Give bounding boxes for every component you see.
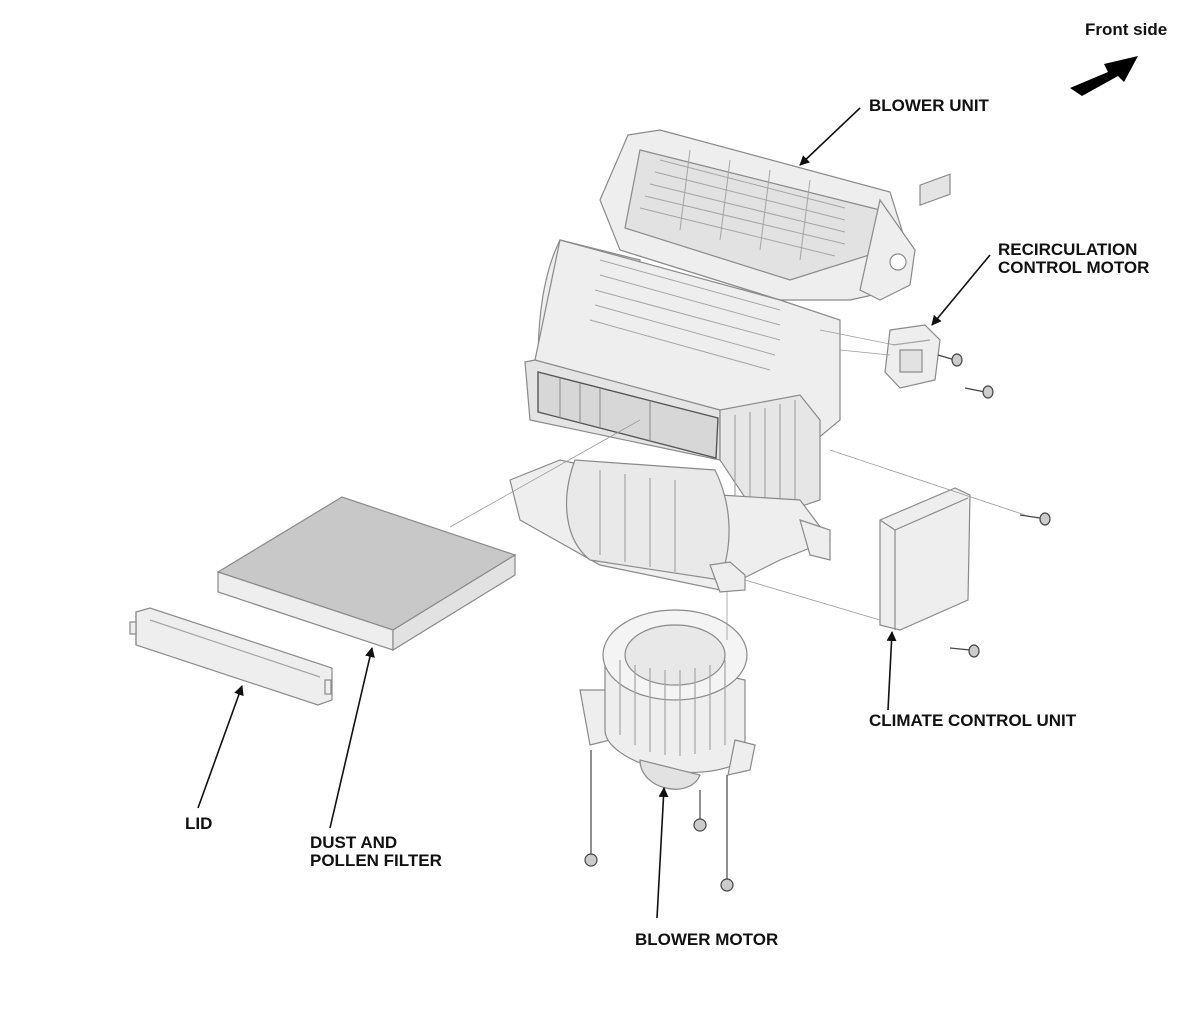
blower-unit-housing: [509, 129, 916, 593]
recirculation-control-motor-part: [884, 324, 941, 389]
front-direction-arrow-icon: [1070, 56, 1138, 96]
recirculation-label-line-2: CONTROL MOTOR: [998, 258, 1150, 277]
recirculation-label-line-1: RECIRCULATION: [998, 240, 1138, 259]
climate-control-unit-label: CLIMATE CONTROL UNIT: [869, 711, 1077, 730]
filter-label-line-1: DUST AND: [310, 833, 398, 852]
blower-unit-label: BLOWER UNIT: [869, 96, 989, 115]
lid-part: [129, 607, 333, 706]
filter-label-line-2: POLLEN FILTER: [310, 851, 442, 870]
climate-control-unit-screws: [949, 512, 1051, 658]
blower-motor-screws: [584, 750, 734, 892]
dust-pollen-filter-label: DUST AND POLLEN FILTER: [310, 834, 442, 870]
dust-pollen-filter-part: [216, 496, 517, 652]
climate-control-unit-part: [879, 173, 971, 631]
front-side-label: Front side: [1085, 20, 1168, 39]
recirculation-motor-screws: [937, 353, 994, 399]
assembly-guide-lines: [449, 329, 1026, 640]
blower-motor-label: BLOWER MOTOR: [635, 930, 779, 949]
recirculation-control-motor-label: RECIRCULATION CONTROL MOTOR: [998, 241, 1149, 277]
callout-leaders: [197, 107, 991, 919]
blower-motor-part: [579, 609, 756, 790]
lid-label: LID: [185, 814, 213, 833]
